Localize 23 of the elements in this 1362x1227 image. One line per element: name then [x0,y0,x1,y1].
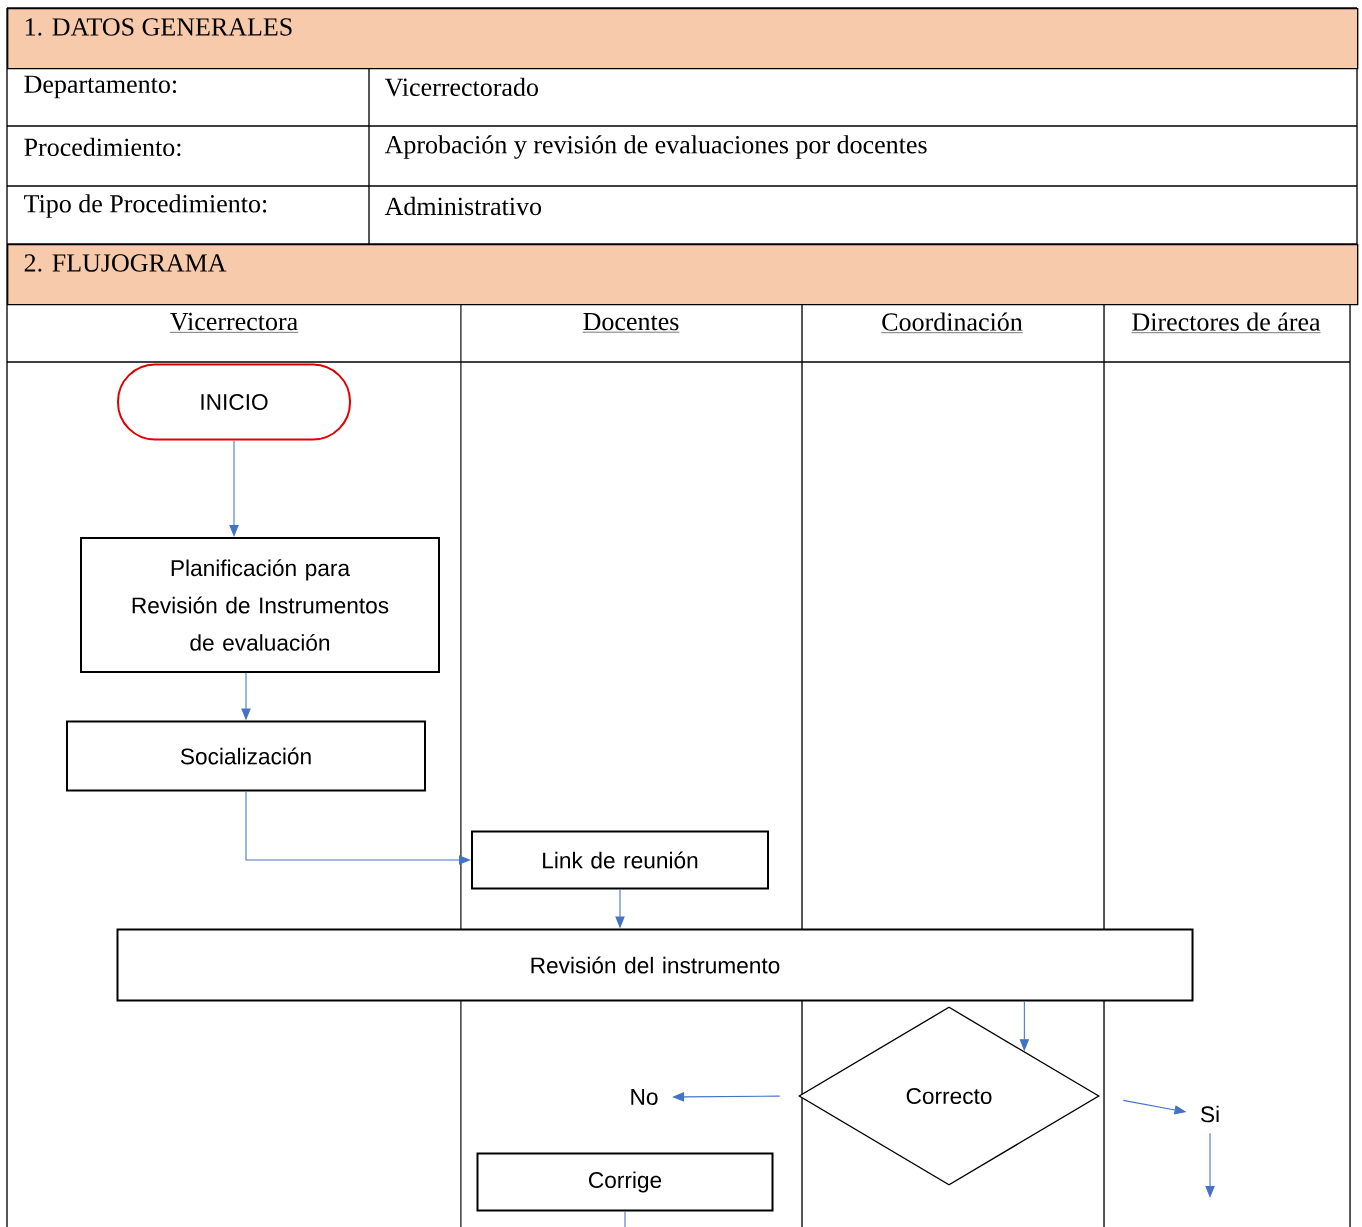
start-terminal: INICIO [117,363,351,441]
process-box: Socialización [66,720,426,792]
field-value: Aprobación y revisión de evaluaciones por docentes [384,135,927,159]
branch-label: Si [1200,1105,1219,1123]
section-header: 2. FLUJOGRAMA [7,244,1359,306]
field-label: Procedimiento: [24,137,181,157]
process-box: Revisión del instrumento [116,928,1194,1002]
field-label: Departamento: [24,75,176,99]
field-value: Vicerrectorado [384,77,538,97]
process-box: Corrige [476,1152,774,1212]
process-box: Link de reunión [471,830,769,890]
section-header: 1. DATOS GENERALES [7,8,1359,70]
arrow [1205,1132,1215,1198]
arrow [245,790,471,865]
process-box: Planificación para Revisión de Instrumentos de evaluación [80,537,440,673]
branch-label: No [631,1089,658,1105]
arrow [229,439,239,537]
field-label: Tipo de Procedimiento: [24,194,267,218]
lane-header: Directores de área [1131,312,1321,333]
lane-header: Docentes [582,313,680,333]
field-value: Administrativo [384,196,542,216]
lane-header: Coordinación [881,312,1024,333]
lane-header: Vicerrectora [169,312,299,333]
